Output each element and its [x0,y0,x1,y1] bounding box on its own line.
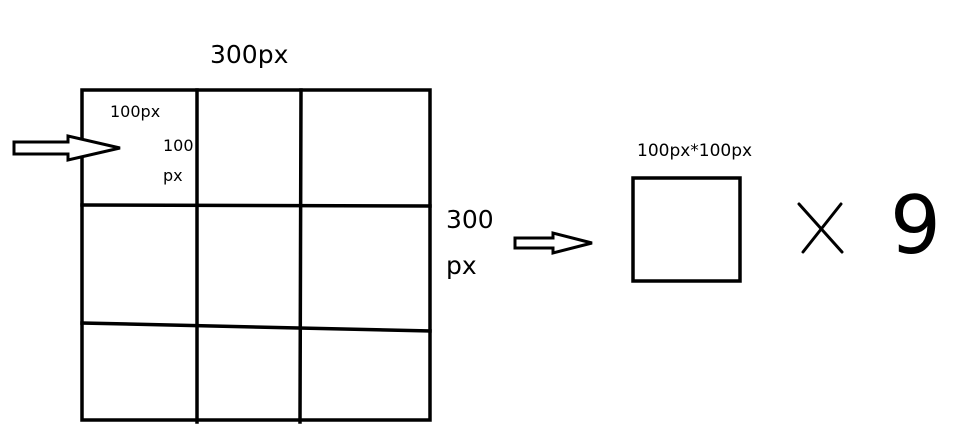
cell-pointer-arrow-icon [12,134,121,162]
grid-width-label: 300px [210,40,288,69]
multiplier-count: 9 [890,179,941,272]
grid-horizontal-line-2 [80,321,432,333]
result-arrow-icon [513,231,593,255]
unit-size-label: 100px*100px [637,141,752,161]
grid-height-label-line2: px [446,251,477,280]
multiply-sign-icon [797,202,844,254]
grid-3x3 [80,88,432,424]
grid-height-label-line1: 300 [446,205,494,234]
grid-vertical-line-2 [298,88,303,424]
cell-height-label-line1: 100 [163,136,194,155]
cell-height-label-line2: px [163,166,183,185]
cell-width-label: 100px [110,102,160,121]
grid-horizontal-line-1 [80,203,432,208]
unit-square [631,176,742,283]
grid-outer-border [80,88,432,422]
